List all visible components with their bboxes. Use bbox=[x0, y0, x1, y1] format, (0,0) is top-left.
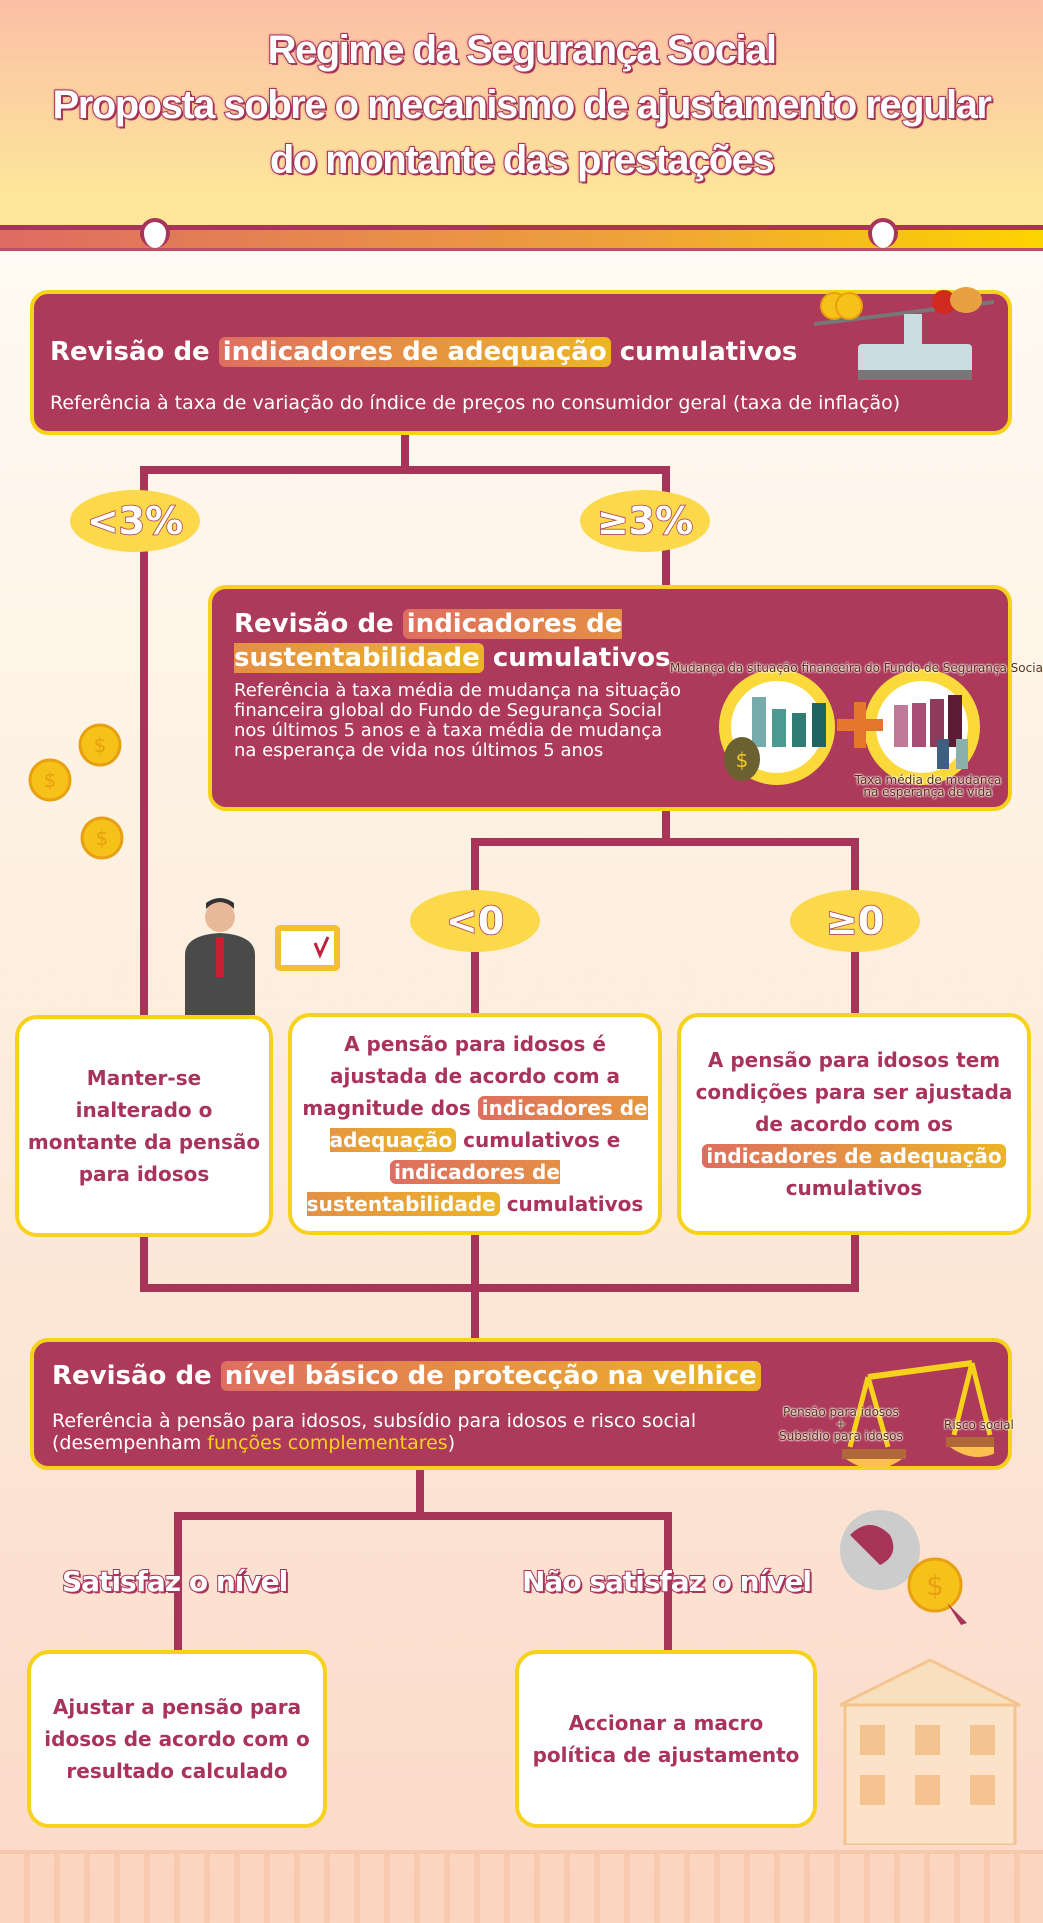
svg-text:$: $ bbox=[94, 733, 107, 757]
title-line-1: Regime da Segurança Social bbox=[267, 27, 778, 73]
adequacy-review-box: Revisão de indicadores de adequação cumu… bbox=[30, 287, 1012, 435]
adequacy-review-reference: Referência à taxa de variação do índice … bbox=[50, 392, 901, 414]
branch-satisfies-level: Satisfaz o nível bbox=[61, 1564, 289, 1599]
sustainability-review-reference: Referência à taxa média de mudança na si… bbox=[234, 680, 682, 761]
scale-right-label: Risco social bbox=[944, 1418, 1014, 1432]
life-expectancy-label: Taxa média de mudança na esperança de vi… bbox=[854, 773, 1002, 799]
sustainability-review-title: Revisão de indicadores de sustentabilida… bbox=[234, 609, 671, 673]
svg-text:$: $ bbox=[44, 768, 57, 792]
header-band bbox=[0, 218, 1043, 251]
branch-less-than-zero: <0 bbox=[410, 890, 540, 952]
svg-text:$: $ bbox=[736, 748, 749, 772]
government-building-icon bbox=[839, 1658, 1021, 1845]
financial-situation-label: Mudança da situação financeira do Fundo … bbox=[670, 661, 1043, 675]
header: Regime da Segurança Social Proposta sobr… bbox=[0, 0, 1043, 225]
scale-left-label: Pensão para idosos+Subsídio para idosos bbox=[779, 1405, 903, 1443]
basic-protection-review-title: Revisão de nível básico de protecção na … bbox=[52, 1356, 761, 1396]
svg-text:$: $ bbox=[96, 826, 109, 850]
title-line-2: Proposta sobre o mecanismo de ajustament… bbox=[52, 82, 993, 128]
adequacy-review-title: Revisão de indicadores de adequação cumu… bbox=[50, 337, 798, 367]
basic-protection-review-box: Revisão de nível básico de protecção na … bbox=[30, 1338, 1014, 1470]
globe-and-coin-icon: $ bbox=[840, 1510, 967, 1625]
final-macro-policy-box: Accionar a macro política de ajustamento bbox=[515, 1650, 817, 1828]
svg-text:$: $ bbox=[926, 1569, 944, 1602]
weighing-scale-icon bbox=[813, 287, 995, 380]
branch-less-than-3-percent: <3% bbox=[70, 490, 200, 552]
sustainability-review-box: Revisão de indicadores de sustentabilida… bbox=[208, 585, 1043, 811]
financial-and-life-expectancy-chart-icon: $ bbox=[719, 669, 980, 785]
outcome-both-indicators-box: A pensão para idosos é ajustada de acord… bbox=[288, 1013, 662, 1235]
outcome-adequacy-box: A pensão para idosos tem condições para … bbox=[677, 1013, 1031, 1235]
businessman-with-tablet-icon bbox=[185, 898, 340, 1015]
balance-scale-icon bbox=[842, 1360, 994, 1467]
falling-coins-icon: $ $ $ bbox=[28, 723, 124, 860]
footer-decoration bbox=[0, 1850, 1043, 1923]
title-line-3: do montante das prestações bbox=[269, 137, 776, 183]
basic-protection-review-reference: Referência à pensão para idosos, subsídi… bbox=[52, 1410, 697, 1454]
branch-at-least-3-percent: ≥3% bbox=[580, 490, 710, 552]
branch-at-least-zero: ≥0 bbox=[790, 890, 920, 952]
final-adjust-pension-box: Ajustar a pensão para idosos de acordo c… bbox=[27, 1650, 327, 1828]
branch-does-not-satisfy-level: Não satisfaz o nível bbox=[521, 1564, 813, 1599]
outcome-unchanged-box: Manter-se inalterado o montante da pensã… bbox=[15, 1015, 273, 1237]
